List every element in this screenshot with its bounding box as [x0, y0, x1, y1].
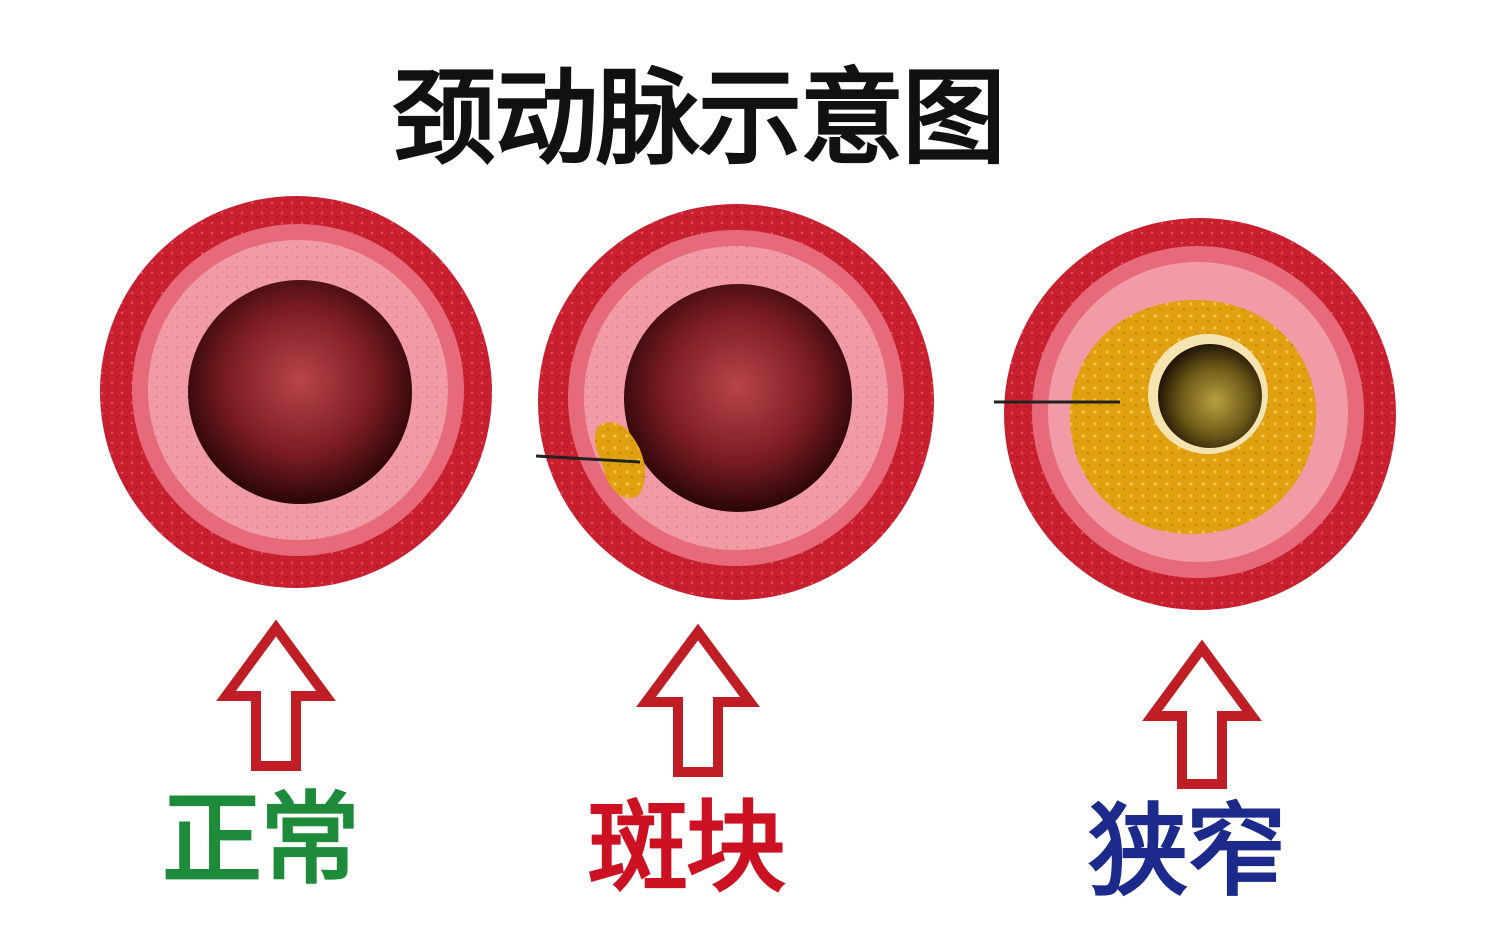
vessel-normal-lumen: [188, 280, 412, 504]
label-stenosis: 狭窄: [1088, 793, 1286, 910]
arrow-up-normal-icon: [216, 619, 336, 771]
plaque-pointer-line: [535, 454, 641, 464]
label-plaque: 斑块: [588, 789, 786, 906]
vessel-plaque-lumen: [624, 284, 852, 512]
vessel-stenosis: [994, 218, 1396, 610]
vessel-normal: [100, 196, 492, 588]
label-normal: 正常: [162, 781, 360, 898]
arrow-up-plaque-icon: [636, 623, 760, 777]
arrow-up-stenosis-icon: [1142, 639, 1262, 789]
diagram-title: 颈动脉示意图: [392, 57, 1006, 179]
vessel-stenosis-lumen: [1158, 344, 1262, 448]
vessel-plaque: [535, 204, 934, 600]
